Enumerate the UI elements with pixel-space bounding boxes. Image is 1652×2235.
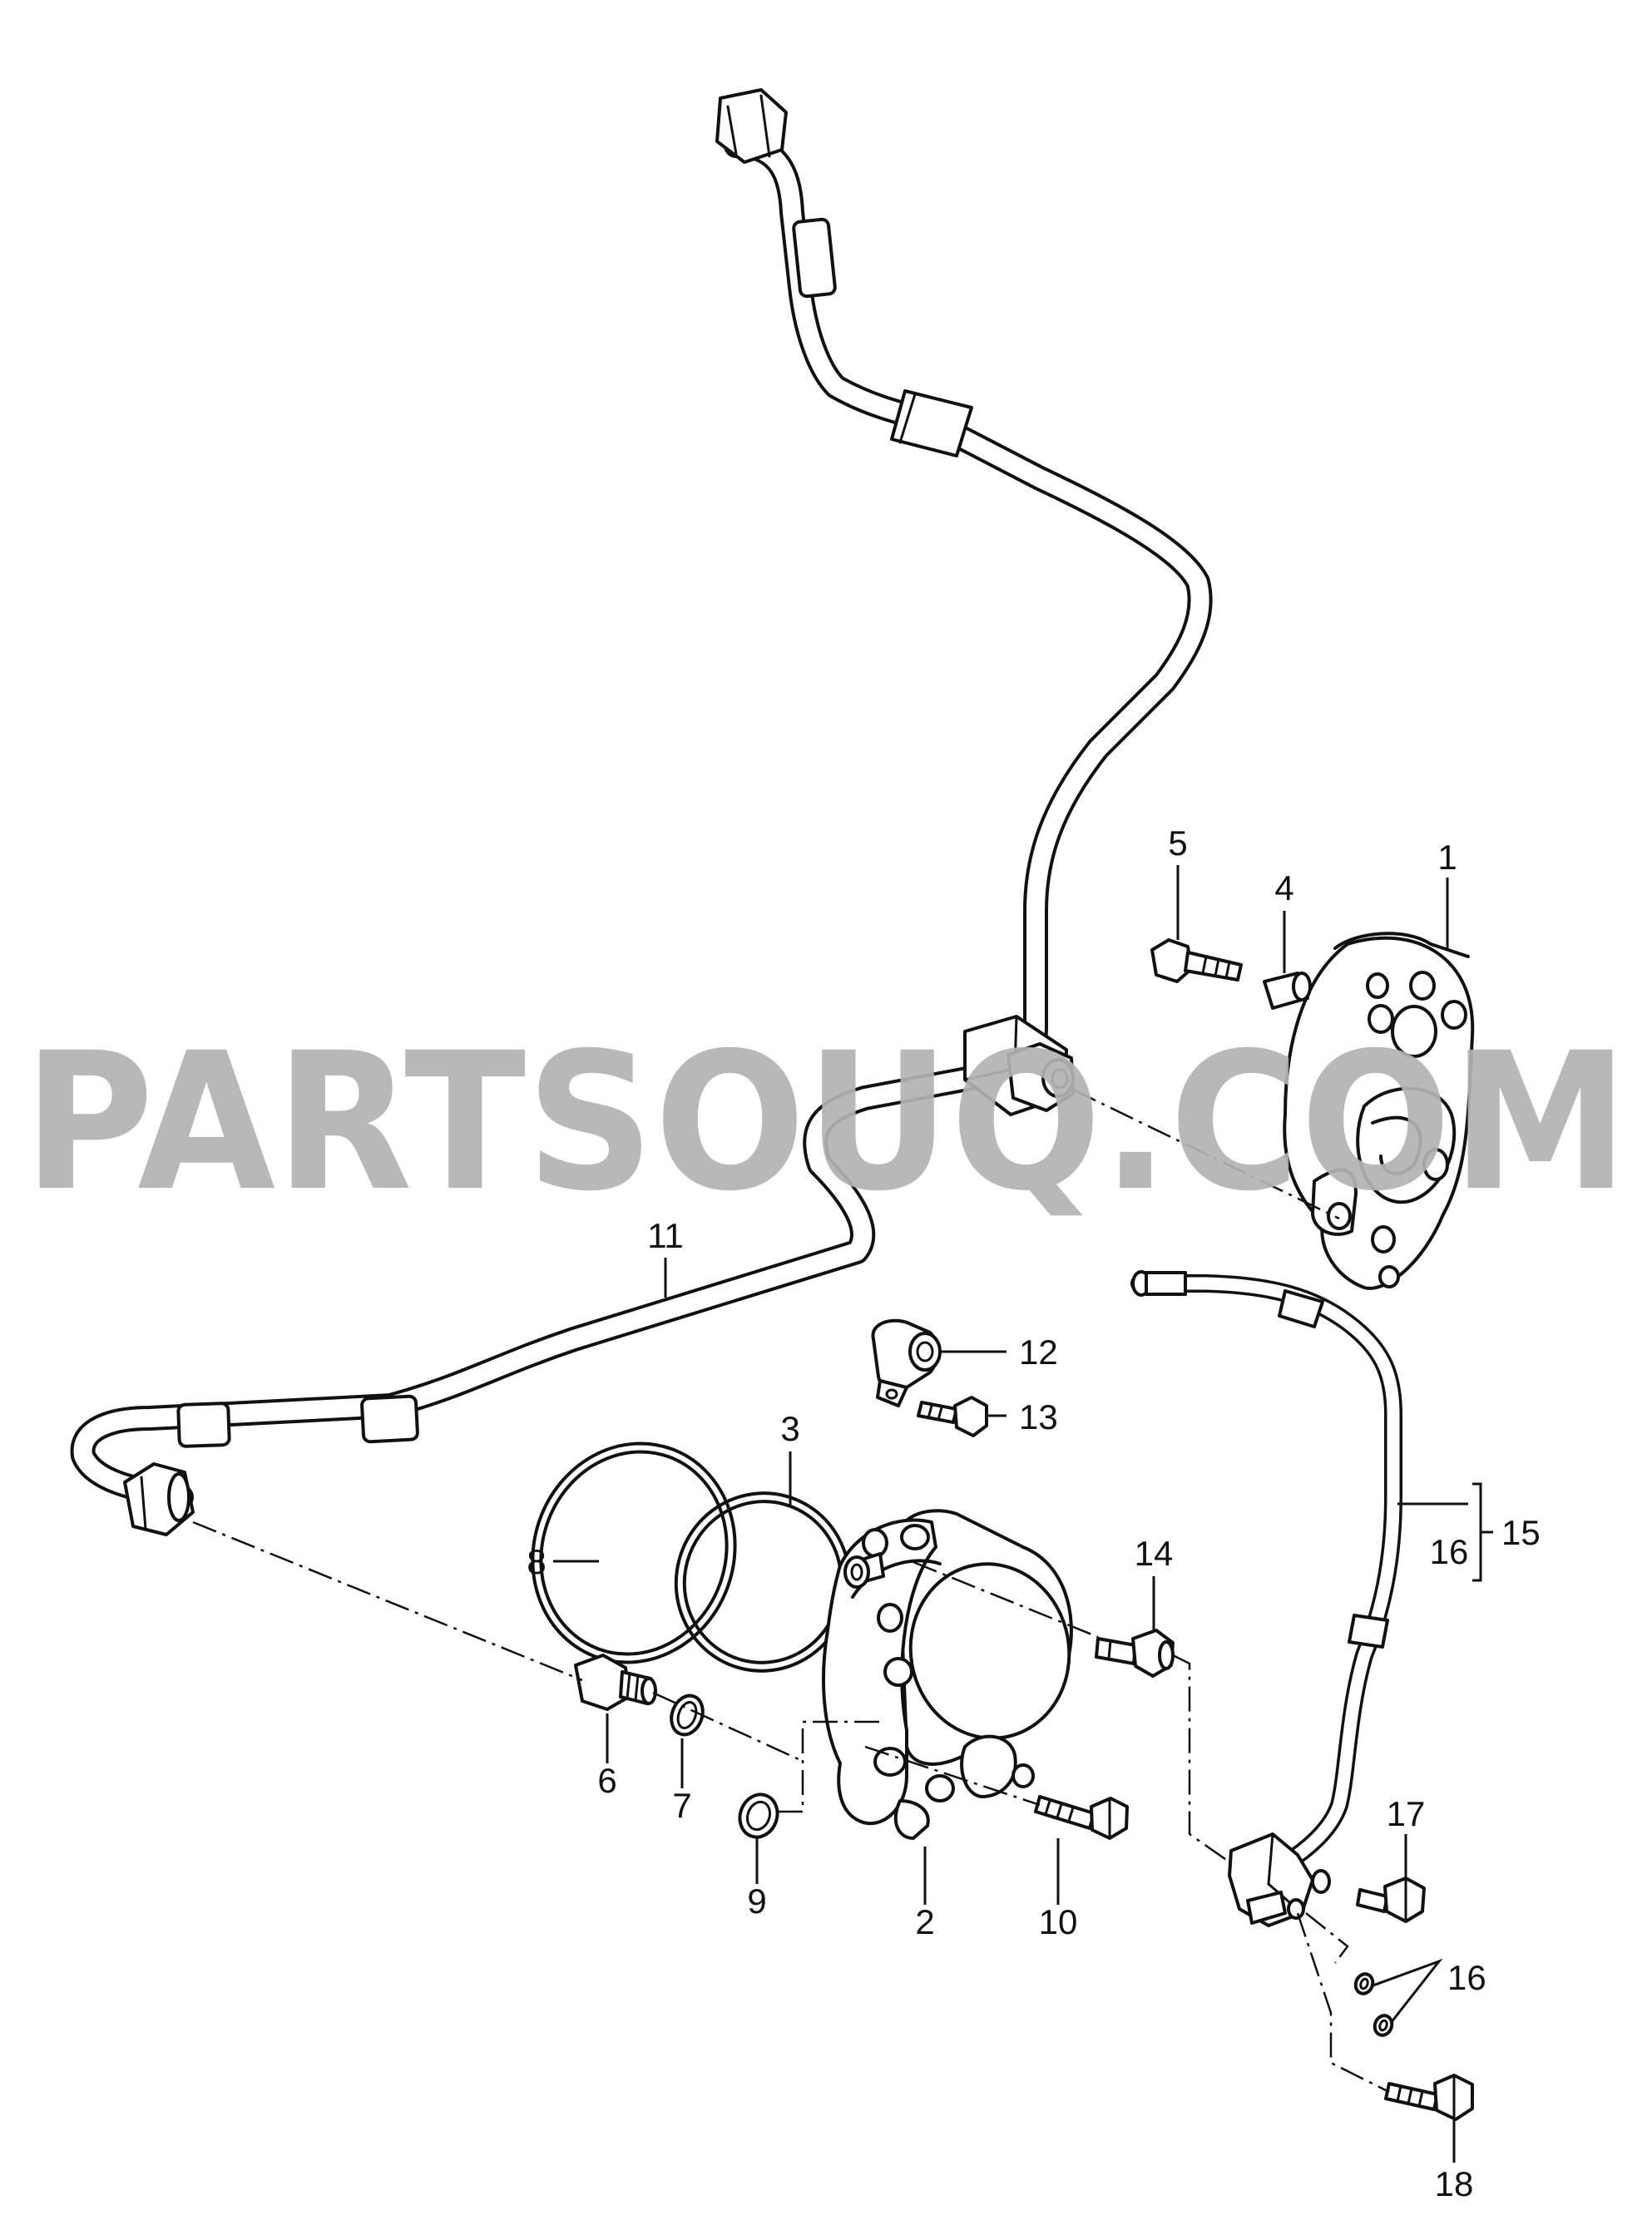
- vacuum-pump-upper[interactable]: [1283, 932, 1475, 1290]
- callout-13[interactable]: 13: [1019, 1397, 1058, 1436]
- callout-2[interactable]: 2: [915, 1902, 934, 1941]
- bolt-17[interactable]: [1356, 1877, 1426, 1923]
- vacuum-hose-15[interactable]: [1130, 1270, 1402, 1927]
- hollow-screw-14[interactable]: [1095, 1629, 1175, 1678]
- callout-1[interactable]: 1: [1437, 838, 1457, 877]
- lower-sleeve-b: [360, 1394, 419, 1444]
- callout-16-clips[interactable]: 16: [1447, 1958, 1486, 1997]
- sealing-ring-9[interactable]: [734, 1789, 783, 1842]
- callout-12[interactable]: 12: [1019, 1333, 1058, 1372]
- top-flare-nut: [715, 88, 788, 164]
- callout-4[interactable]: 4: [1274, 868, 1293, 907]
- lower-sleeve-a: [176, 1402, 231, 1448]
- lower-flare-nut: [123, 1462, 195, 1536]
- callout-15[interactable]: 15: [1501, 1513, 1541, 1552]
- bolt-13[interactable]: [917, 1396, 988, 1437]
- callout-5[interactable]: 5: [1168, 823, 1187, 863]
- bolt-5[interactable]: [1150, 938, 1243, 983]
- callout-3[interactable]: 3: [780, 1409, 799, 1448]
- callout-6[interactable]: 6: [597, 1761, 616, 1800]
- callout-16-hose[interactable]: 16: [1430, 1532, 1469, 1571]
- callout-11[interactable]: 11: [647, 1216, 684, 1255]
- clip-16a[interactable]: [1353, 1971, 1375, 1995]
- bolt-10[interactable]: [1034, 1795, 1129, 1840]
- watermark-text: PARTSOUQ.COM: [23, 1011, 1629, 1233]
- bolt-18[interactable]: [1384, 2074, 1474, 2121]
- union-nut: [1007, 1042, 1075, 1112]
- callout-18[interactable]: 18: [1435, 2164, 1474, 2203]
- clip-16b[interactable]: [1372, 2013, 1394, 2037]
- callout-14[interactable]: 14: [1135, 1534, 1174, 1573]
- sealing-ring-7[interactable]: [666, 1691, 708, 1738]
- callout-7[interactable]: 7: [672, 1786, 691, 1825]
- callout-17[interactable]: 17: [1387, 1794, 1426, 1833]
- spacer-4[interactable]: [1263, 972, 1312, 1010]
- assembly-centerlines: [192, 1088, 1390, 2094]
- callout-9[interactable]: 9: [747, 1881, 766, 1921]
- hose-clip-12[interactable]: [871, 1318, 942, 1407]
- leader-lines: [553, 865, 1493, 2163]
- callout-labels: 1 2 3 4 5 6 7 8 9 10 11 12 13 14 15 16 1…: [527, 823, 1540, 2203]
- callout-10[interactable]: 10: [1039, 1902, 1078, 1941]
- union-fitting-6[interactable]: [574, 1654, 657, 1711]
- middle-sleeve: [890, 389, 973, 457]
- callout-8[interactable]: 8: [527, 1542, 546, 1581]
- upper-sleeve: [792, 217, 837, 299]
- hose-bracket: [1228, 1832, 1331, 1927]
- oil-pipe[interactable]: [70, 88, 1213, 1536]
- vacuum-pump-2[interactable]: [822, 1509, 1083, 1840]
